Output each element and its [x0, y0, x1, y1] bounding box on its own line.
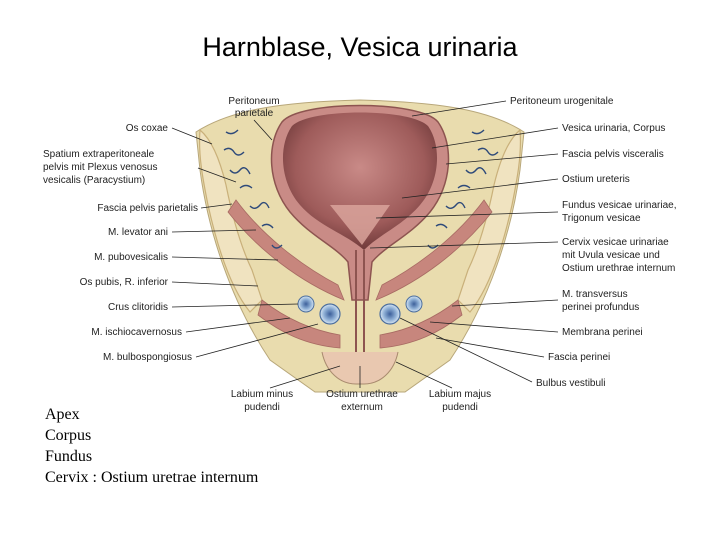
label-ostium-externum-line1: Ostium urethrae: [326, 389, 398, 400]
label-vesica-corpus: Vesica urinaria, Corpus: [562, 123, 665, 134]
label-spatium-line3: vesicalis (Paracystium): [43, 175, 145, 186]
crus-clitoridis-right: [405, 295, 423, 313]
label-pubovesicalis: M. pubovesicalis: [94, 252, 168, 263]
label-crus-clitoridis: Crus clitoridis: [108, 302, 168, 313]
label-labium-majus-line2: pudendi: [442, 402, 478, 413]
label-peritoneum-parietale-line2: parietale: [235, 108, 274, 119]
anatomy-illustration: [195, 99, 525, 393]
bullet-fundus: Fundus: [45, 448, 93, 465]
label-spatium-line2: pelvis mit Plexus venosus: [43, 162, 158, 173]
label-bulbus-vestibuli: Bulbus vestibuli: [536, 378, 605, 389]
leader-bulbospongiosus: [195, 323, 319, 358]
bullet-cervix: Cervix : Ostium uretrae internum: [45, 469, 259, 486]
label-peritoneum-parietale-line1: Peritoneum: [228, 96, 279, 107]
levator-ani-left: [227, 199, 345, 301]
bulbus-vestibuli-left: [319, 303, 341, 325]
leader-fascia-pelvis-parietalis: [200, 203, 233, 209]
bladder-lumen: [282, 112, 438, 250]
label-fundus-line1: Fundus vesicae urinariae,: [562, 200, 677, 211]
label-fascia-pelvis-visceralis: Fascia pelvis visceralis: [562, 149, 664, 160]
leader-os-coxae: [171, 127, 213, 145]
os-coxae-left: [198, 128, 263, 313]
leader-transversus: [451, 299, 559, 307]
leader-membrana-perinei: [429, 321, 559, 333]
label-cervix-line3: Ostium urethrae internum: [562, 263, 675, 274]
leader-ischiocavernosus: [185, 317, 291, 333]
bulbus-vestibuli-right: [379, 303, 401, 325]
label-ostium-externum-line2: externum: [341, 402, 383, 413]
leader-peritoneum-urogenitale: [411, 100, 507, 117]
label-bulbospongiosus: M. bulbospongiosus: [103, 352, 192, 363]
leader-vesica-corpus: [431, 127, 559, 149]
os-coxae-right: [457, 128, 522, 313]
label-ischiocavernosus: M. ischiocavernosus: [91, 327, 182, 338]
label-fascia-pelvis-parietalis: Fascia pelvis parietalis: [97, 203, 198, 214]
slide-title: Harnblase, Vesica urinaria: [202, 32, 518, 62]
label-spatium-line1: Spatium extraperitoneale: [43, 149, 155, 160]
perineal-muscle-left: [257, 299, 341, 349]
leader-spatium: [197, 167, 237, 183]
leader-fascia-pelvis-visceralis: [445, 153, 559, 165]
label-os-pubis: Os pubis, R. inferior: [80, 277, 169, 288]
leader-labium-majus: [395, 361, 453, 389]
leader-bulbus-vestibuli: [399, 317, 533, 383]
leader-peritoneum-parietale: [253, 119, 273, 141]
perineal-muscle-right: [379, 299, 463, 349]
label-peritoneum-urogenitale: Peritoneum urogenitale: [510, 96, 614, 107]
trigonum-vesicae: [330, 205, 390, 245]
crus-clitoridis-left: [297, 295, 315, 313]
label-cervix-line2: mit Uvula vesicae und: [562, 250, 660, 261]
urethra: [355, 250, 365, 352]
leader-fundus: [375, 211, 559, 219]
label-fundus-line2: Trigonum vesicae: [562, 213, 641, 224]
leader-cervix: [369, 241, 559, 249]
label-fascia-perinei: Fascia perinei: [548, 352, 610, 363]
label-transversus-line1: M. transversus: [562, 289, 628, 300]
label-labium-minus-line2: pudendi: [244, 402, 280, 413]
label-os-coxae: Os coxae: [126, 123, 169, 134]
leader-crus-clitoridis: [171, 303, 299, 308]
leader-labium-minus: [269, 365, 341, 389]
label-transversus-line2: perinei profundus: [562, 302, 639, 313]
label-cervix-line1: Cervix vesicae urinariae: [562, 237, 669, 248]
venous-plexus: [223, 129, 499, 249]
leader-os-pubis: [171, 281, 259, 287]
label-labium-minus-line1: Labium minus: [231, 389, 293, 400]
levator-ani-right: [375, 199, 493, 301]
bullet-corpus: Corpus: [45, 427, 92, 444]
bullet-list: Apex Corpus Fundus Cervix : Ostium uretr…: [45, 404, 258, 488]
label-labium-majus-line1: Labium majus: [429, 389, 491, 400]
label-membrana-perinei: Membrana perinei: [562, 327, 643, 338]
label-levator-ani: M. levator ani: [108, 227, 168, 238]
leader-ostium-ureteris: [401, 178, 559, 199]
bullet-apex: Apex: [45, 406, 80, 423]
leader-levator-ani: [171, 229, 257, 233]
leader-pubovesicalis: [171, 256, 279, 261]
label-ostium-ureteris: Ostium ureteris: [562, 174, 630, 185]
leader-fascia-perinei: [435, 337, 545, 358]
